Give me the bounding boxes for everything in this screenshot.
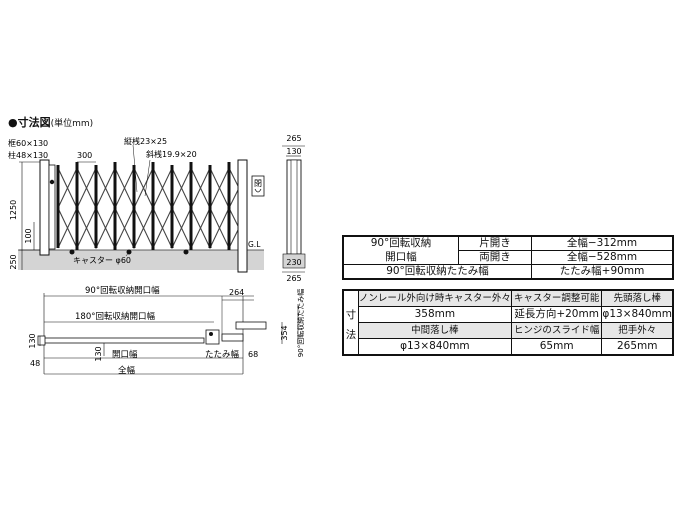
- label-height-1250: 1250: [9, 200, 18, 220]
- ground-band: [18, 250, 264, 270]
- table-row: 90°回転収納 片開き 全幅−312mm: [342, 235, 674, 251]
- table-cell: 90°回転収納たたみ幅: [342, 264, 532, 280]
- table-header: キャスター調整可能: [510, 289, 603, 307]
- label-354: 354: [280, 325, 289, 340]
- plan-post-left: [37, 335, 46, 346]
- table-header: ヒンジのスライド幅: [510, 322, 603, 339]
- table-cell: 358mm: [357, 306, 512, 323]
- table-cell: 片開き: [458, 235, 532, 251]
- label-frame: 框60×130: [8, 138, 48, 148]
- plan-view: 90°回転収納開口幅 180°回転収納開口幅 264 354 90°回転収納たた…: [28, 285, 305, 376]
- side-label-cell: 寸 法: [342, 289, 359, 356]
- label-pitch: 300: [77, 151, 92, 160]
- label-height-100: 100: [24, 228, 33, 243]
- label-vertical-bar: 縦桟23×25: [124, 136, 167, 146]
- label-caster: キャスター φ60: [73, 256, 131, 265]
- label-fold-90: 90°回転収納たたみ幅: [296, 289, 305, 357]
- label-open-90: 90°回転収納開口幅: [85, 285, 160, 296]
- table-cell: 65mm: [510, 338, 603, 356]
- table-cell: 両開き: [458, 250, 532, 265]
- label-opening: 開口幅: [112, 349, 138, 360]
- plan-folded-stack: [235, 321, 267, 330]
- plan-folded-leaf: [205, 329, 220, 345]
- lock-box: [251, 175, 265, 197]
- label-130-left: 130: [28, 333, 37, 348]
- table-row: φ13×840mm 65mm 265mm: [343, 338, 674, 356]
- side-label: 法: [345, 328, 357, 341]
- label-130-inner: 130: [94, 346, 103, 361]
- table-row: 358mm 延長方向+20mm φ13×840mm: [343, 306, 674, 323]
- plan-post-right: [221, 333, 244, 342]
- table-header: ノンレール外向け時キャスター外々: [357, 289, 512, 307]
- side-base: [282, 253, 306, 269]
- leader-vertical-bar: [132, 144, 138, 193]
- label-height-250: 250: [9, 254, 18, 269]
- label-diagonal-bar: 斜桟19.9×20: [146, 149, 197, 159]
- heading-unit: (単位mm): [50, 119, 94, 129]
- table-header: 先頭落し棒: [601, 289, 674, 307]
- dimension-spec-table: 寸 法 ノンレール外向け時キャスター外々 キャスター調整可能 先頭落し棒 358…: [342, 289, 674, 356]
- frame-post-left: [39, 159, 50, 256]
- table-row: 開口幅 両開き 全幅−528mm: [342, 250, 674, 265]
- plan-pivot: [209, 332, 213, 336]
- lock-handle: [254, 188, 262, 193]
- side-bottom-depth: 230: [286, 258, 301, 267]
- table-cell: 90°回転収納: [342, 235, 459, 251]
- table-header: 把手外々: [601, 322, 674, 339]
- label-68: 68: [248, 350, 258, 359]
- label-fold: たたみ幅: [205, 349, 240, 360]
- label-264: 264: [229, 288, 244, 297]
- label-48: 48: [30, 359, 40, 368]
- side-bottom-width: 265: [286, 274, 301, 283]
- hinge-knob: [49, 179, 55, 185]
- label-ground: G.L: [248, 240, 261, 249]
- table-cell: 265mm: [601, 338, 674, 356]
- table-row: 中間落し棒 ヒンジのスライド幅 把手外々: [343, 322, 674, 339]
- table-cell: 全幅−528mm: [531, 250, 674, 265]
- side-post-inner: [290, 159, 298, 255]
- label-post: 柱48×130: [8, 150, 48, 160]
- table-cell: 開口幅: [342, 250, 459, 265]
- side-top-depth: 130: [286, 147, 301, 156]
- table-row: 90°回転収納たたみ幅 たたみ幅+90mm: [342, 264, 674, 280]
- storage-width-table: 90°回転収納 片開き 全幅−312mm 開口幅 両開き 全幅−528mm 90…: [342, 235, 674, 280]
- frame-post-inner: [48, 164, 56, 250]
- side-label: 寸: [345, 308, 357, 321]
- plan-gate-body: [43, 337, 205, 344]
- heading-title: ●寸法図: [8, 116, 51, 129]
- table-cell: φ13×840mm: [601, 306, 674, 323]
- table-header: 中間落し棒: [357, 322, 512, 339]
- lock-label: 閉: [254, 179, 262, 188]
- dimension-drawing-heading: ●寸法図(単位mm): [8, 114, 93, 130]
- label-open-180: 180°回転収納開口幅: [75, 311, 155, 322]
- front-elevation: 閉 框60×130 柱48×130 300 縦桟23×25 斜桟19.9×20 …: [8, 136, 265, 273]
- side-top-width: 265: [286, 134, 301, 143]
- table-cell: たたみ幅+90mm: [531, 264, 674, 280]
- lattice-verticals: [56, 162, 231, 250]
- label-total: 全幅: [118, 365, 136, 376]
- table-cell: φ13×840mm: [357, 338, 512, 356]
- table-row: 寸 法 ノンレール外向け時キャスター外々 キャスター調整可能 先頭落し棒: [342, 289, 674, 356]
- frame-post-right: [237, 159, 248, 273]
- leader-caster: [125, 251, 130, 257]
- table-cell: 延長方向+20mm: [510, 306, 603, 323]
- table-cell: 全幅−312mm: [531, 235, 674, 251]
- leader-diagonal-bar: [144, 159, 151, 197]
- side-elevation: 265 130 230 265: [282, 134, 306, 283]
